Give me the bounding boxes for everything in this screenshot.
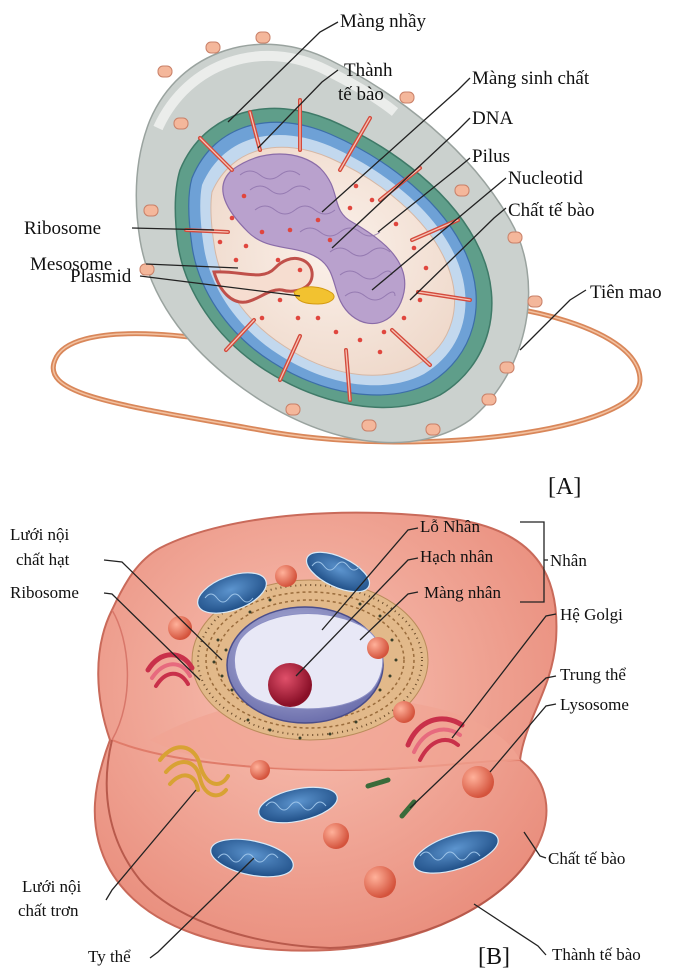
- label-ty-the: Ty thể: [88, 947, 131, 966]
- label-he-golgi: Hệ Golgi: [560, 605, 623, 624]
- label-thanh-te-bao-line1: Thành: [344, 60, 393, 81]
- label-tien-mao: Tiên mao: [590, 282, 662, 303]
- panel-b-tag: [B]: [478, 944, 510, 970]
- label-luoi-noi-chat-hat-line2: chất hạt: [16, 550, 70, 569]
- label-luoi-noi-chat-hat-line1: Lưới nội: [10, 525, 70, 544]
- label-pilus: Pilus: [472, 146, 510, 167]
- label-trung-the: Trung thể: [560, 665, 626, 684]
- label-luoi-noi-chat-tron-line1: Lưới nội: [22, 877, 82, 896]
- label-hach-nhan: Hạch nhân: [420, 547, 494, 566]
- label-chat-te-bao: Chất tế bào: [508, 200, 595, 221]
- label-nhan: Nhân: [550, 551, 587, 570]
- label-plasmid: Plasmid: [70, 266, 132, 287]
- label-thanh-te-bao-line2: tế bào: [338, 84, 384, 105]
- label-mang-nhan: Màng nhân: [424, 583, 501, 602]
- label-mang-nhay: Màng nhầy: [340, 11, 427, 32]
- label-lysosome: Lysosome: [560, 695, 629, 714]
- label-mang-sinh-chat: Màng sinh chất: [472, 68, 590, 89]
- nucleolus: [268, 663, 312, 707]
- label-lo-nhan: Lỗ Nhân: [420, 517, 480, 536]
- panel-a-tag: [A]: [548, 474, 581, 500]
- label-dna: DNA: [472, 108, 513, 129]
- label-nucleotid: Nucleotid: [508, 168, 583, 189]
- label-chat-te-bao-b: Chất tế bào: [548, 849, 625, 868]
- label-ribosome-b: Ribosome: [10, 583, 79, 602]
- animal-cell-illustration: [95, 513, 557, 951]
- label-thanh-te-bao-b: Thành tế bào: [552, 945, 641, 964]
- label-luoi-noi-chat-tron-line2: chất trơn: [18, 901, 79, 920]
- label-ribosome: Ribosome: [24, 218, 101, 239]
